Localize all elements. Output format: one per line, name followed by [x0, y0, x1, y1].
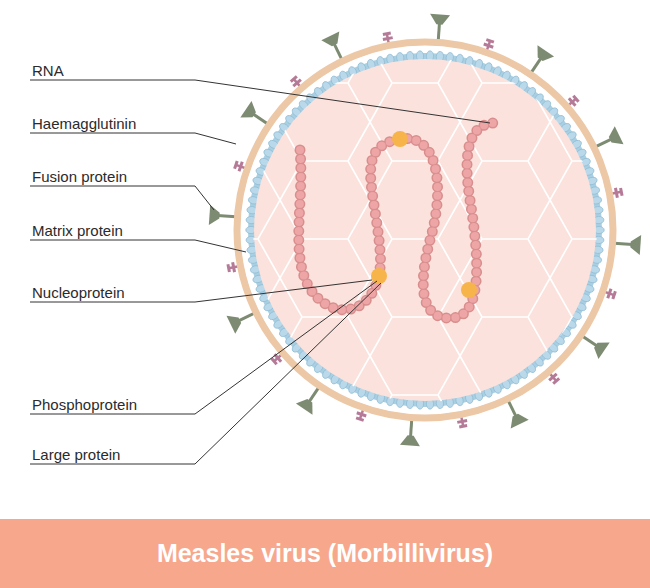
- envelope-inner: [241, 46, 609, 414]
- spike-head: [606, 126, 624, 148]
- spike-bar: [608, 289, 611, 298]
- part-label: Matrix protein: [32, 222, 123, 240]
- spike-head: [630, 234, 641, 255]
- spike-bar: [271, 358, 276, 364]
- spike-head: [240, 101, 259, 123]
- spike-bar: [553, 378, 559, 383]
- hex-texture: [250, 55, 600, 405]
- spike-head: [226, 311, 244, 333]
- spike-bar: [569, 98, 576, 106]
- spike-head: [296, 395, 318, 414]
- spike-bar: [486, 40, 494, 43]
- part-label: Fusion protein: [32, 168, 127, 186]
- spike-head: [400, 435, 421, 446]
- spike-bar: [239, 162, 242, 171]
- part-label: RNA: [32, 62, 64, 80]
- spike-bar: [615, 188, 617, 198]
- matrix-beads: [246, 51, 604, 409]
- part-label: Nucleoprotein: [32, 284, 125, 302]
- polymerase-dot: [461, 282, 477, 298]
- part-label: Phosphoprotein: [32, 396, 137, 414]
- spike-head: [209, 205, 220, 226]
- spike-bar: [291, 76, 297, 81]
- part-label: Large protein: [32, 446, 120, 464]
- rna-strand: [299, 123, 493, 318]
- spike-bar: [549, 374, 557, 381]
- spike-bar: [235, 161, 238, 169]
- polymerase-dot: [371, 268, 387, 284]
- rna-strand-outline: [299, 123, 493, 318]
- spike-head: [506, 411, 528, 429]
- spike-bar: [293, 80, 301, 87]
- matrix-layer: [248, 53, 602, 407]
- spike-head: [590, 337, 609, 359]
- spike-group: [209, 14, 641, 446]
- spike-head: [532, 45, 554, 64]
- spike-bar: [383, 33, 391, 35]
- spike-bar: [484, 44, 493, 47]
- spike-bar: [459, 426, 467, 428]
- spike-bar: [573, 96, 578, 102]
- spike-bar: [357, 413, 366, 416]
- spike-head: [321, 31, 343, 49]
- spike-bar: [621, 188, 623, 196]
- spike-bar: [233, 262, 235, 272]
- spike-head: [429, 14, 450, 25]
- diagram-title: Measles virus (Morbillivirus): [0, 519, 650, 588]
- leader-lines: [30, 80, 490, 464]
- spike-bar: [228, 264, 230, 272]
- polymerase-dot: [392, 131, 408, 147]
- spike-bar: [383, 38, 393, 40]
- spike-bar: [457, 420, 467, 422]
- spike-bar: [613, 291, 616, 299]
- spike-bar: [356, 418, 364, 421]
- part-label: Haemagglutinin: [32, 115, 136, 133]
- envelope: [237, 42, 613, 418]
